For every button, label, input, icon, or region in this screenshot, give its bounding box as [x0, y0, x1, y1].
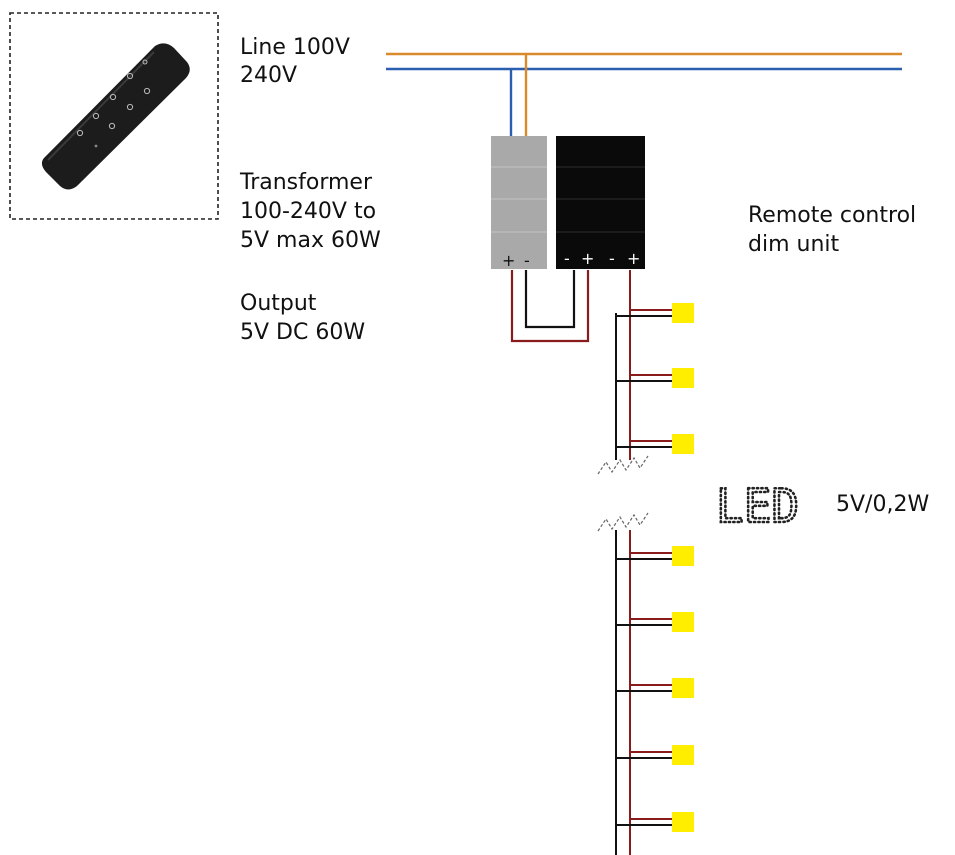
transformer-label: Transformer — [239, 170, 373, 195]
dc-negative-link — [524, 270, 576, 329]
output-spec-label: 5V DC 60W — [240, 320, 365, 345]
led-lamp-icon — [616, 368, 694, 388]
led-lamp-icon — [616, 745, 694, 765]
led-lamp-icon — [616, 303, 694, 323]
dim-unit: - + - + — [556, 136, 645, 269]
dim-output-minus-terminal: - — [609, 249, 615, 268]
led-lamp — [672, 434, 694, 454]
led-bus — [597, 270, 649, 855]
led-lamp — [672, 368, 694, 388]
led-lamp — [672, 612, 694, 632]
dim-input-minus-terminal: - — [564, 249, 570, 268]
wire-break-icon — [597, 455, 649, 475]
led-lamp — [672, 745, 694, 765]
dim-output-plus-terminal: + — [627, 249, 640, 268]
output-label: Output — [240, 291, 317, 316]
led-lamp-icon — [616, 546, 694, 566]
line-label: Line 100V — [240, 35, 350, 60]
led-title: LED — [716, 479, 799, 533]
wire-break-icon — [597, 512, 649, 532]
transformer-plus-terminal: + — [502, 251, 515, 270]
transformer-range-label: 100-240V to — [240, 199, 376, 224]
led-lamp — [672, 546, 694, 566]
dc-positive-link — [510, 270, 590, 343]
led-lamp-icon — [616, 434, 694, 454]
led-array — [616, 303, 694, 832]
led-spec-label: 5V/0,2W — [836, 492, 929, 517]
led-lamp — [672, 812, 694, 832]
transformer-minus-terminal: - — [524, 251, 530, 270]
led-lamp-icon — [616, 812, 694, 832]
dim-input-plus-terminal: + — [581, 249, 594, 268]
led-lamp — [672, 303, 694, 323]
transformer: + - — [491, 136, 547, 270]
led-lamp-icon — [616, 678, 694, 698]
remote-inset-frame — [9, 12, 219, 220]
remote-control-icon — [41, 43, 190, 190]
transformer-power-label: 5V max 60W — [240, 228, 381, 253]
led-lamp-icon — [616, 612, 694, 632]
remote-label: Remote control — [748, 203, 916, 228]
dim-unit-label: dim unit — [748, 232, 840, 257]
led-lamp — [672, 678, 694, 698]
line-voltage-label: 240V — [240, 63, 297, 88]
